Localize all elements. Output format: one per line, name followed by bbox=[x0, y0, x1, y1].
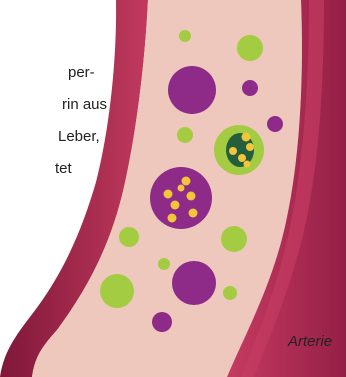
body-text-line-1: per- bbox=[68, 64, 95, 82]
artery-label: Arterie bbox=[288, 333, 332, 351]
body-text-line-4: tet bbox=[55, 160, 72, 178]
body-text-line-3: Leber, bbox=[58, 128, 100, 146]
body-text-line-2: rin aus bbox=[62, 96, 107, 114]
